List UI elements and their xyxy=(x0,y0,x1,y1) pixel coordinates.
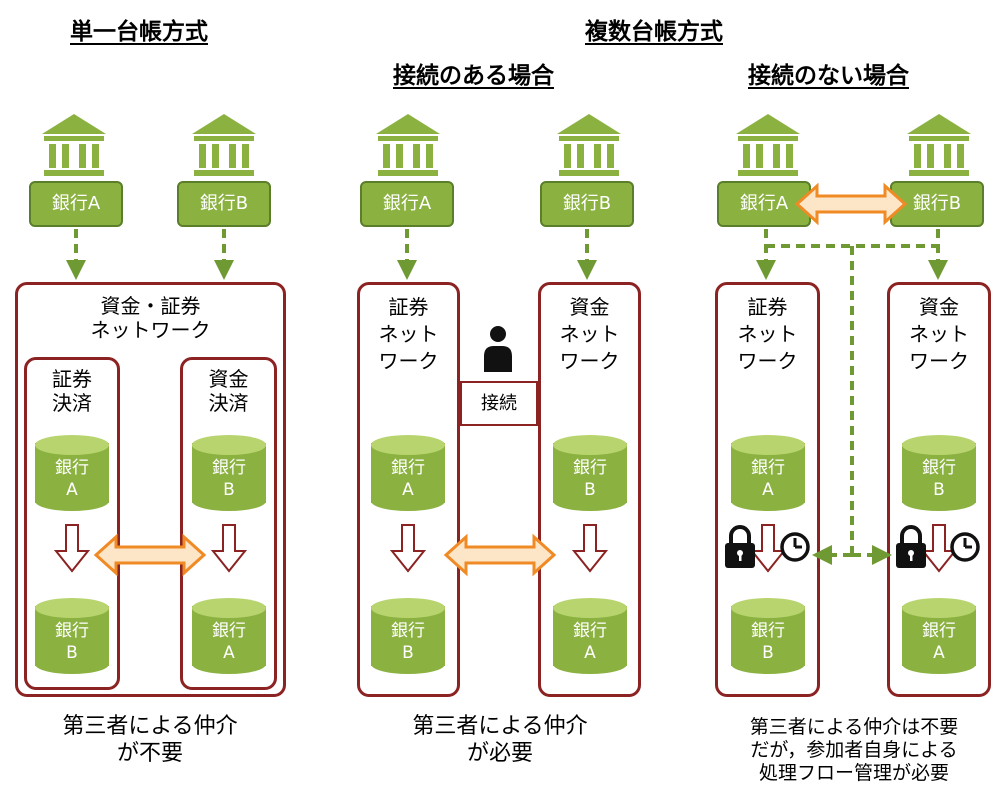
ledger-cylinder: 銀行 B xyxy=(35,598,109,674)
transfer-arrow xyxy=(573,524,607,572)
exchange-arrow xyxy=(94,535,206,575)
caption-connected: 第三者による仲介 が必要 xyxy=(412,714,588,766)
title-single-ledger: 単一台帳方式 xyxy=(70,19,208,45)
bank-b-box: 銀行B xyxy=(890,181,984,227)
bank-a-box: 銀行A xyxy=(360,181,454,227)
combined-network-label: 資金・証券 ネットワーク xyxy=(90,294,211,342)
ledger-cylinder: 銀行 B xyxy=(192,435,266,511)
funds-network-label: 資金 ネット ワーク xyxy=(909,295,969,373)
securities-network-label: 証券 ネット ワーク xyxy=(378,295,439,373)
ledger-cylinder: 銀行 A xyxy=(35,435,109,511)
ledger-cylinder: 銀行 B xyxy=(731,598,805,674)
ledger-cylinder: 銀行 B xyxy=(902,435,976,511)
transfer-arrow xyxy=(922,524,956,572)
ledger-cylinder: 銀行 A xyxy=(902,598,976,674)
title-multi-ledger: 複数台帳方式 xyxy=(585,19,723,45)
caption-single: 第三者による仲介 が不要 xyxy=(62,714,238,766)
securities-network-label: 証券 ネット ワーク xyxy=(737,295,798,373)
transfer-arrow xyxy=(212,524,246,572)
title-unconnected: 接続のない場合 xyxy=(748,63,909,89)
clock-icon xyxy=(780,532,810,562)
ledger-cylinder: 銀行 B xyxy=(553,435,627,511)
caption-unconnected: 第三者による仲介は不要 だが，参加者自身による 処理フロー管理が必要 xyxy=(749,716,959,784)
bank-b-box: 銀行B xyxy=(540,181,634,227)
funds-settlement-label: 資金 決済 xyxy=(208,367,249,415)
person-icon xyxy=(484,326,512,372)
ledger-cylinder: 銀行 A xyxy=(192,598,266,674)
ledger-cylinder: 銀行 A xyxy=(553,598,627,674)
connection-box: 接続 xyxy=(460,381,538,426)
transfer-arrow xyxy=(55,524,89,572)
funds-network-label: 資金 ネット ワーク xyxy=(559,295,620,373)
lock-icon xyxy=(896,525,926,568)
title-connected: 接続のある場合 xyxy=(393,63,554,89)
bank-a-box: 銀行A xyxy=(717,181,811,227)
ledger-cylinder: 銀行 A xyxy=(371,435,445,511)
exchange-arrow xyxy=(444,535,556,575)
clock-icon xyxy=(950,532,980,562)
transfer-arrow xyxy=(391,524,425,572)
lock-icon xyxy=(725,525,755,568)
exchange-arrow xyxy=(795,184,907,224)
ledger-cylinder: 銀行 B xyxy=(371,598,445,674)
bank-b-box: 銀行B xyxy=(177,181,271,227)
bank-a-box: 銀行A xyxy=(29,181,123,227)
securities-settlement-label: 証券 決済 xyxy=(52,367,92,415)
ledger-cylinder: 銀行 A xyxy=(731,435,805,511)
transfer-arrow xyxy=(751,524,785,572)
